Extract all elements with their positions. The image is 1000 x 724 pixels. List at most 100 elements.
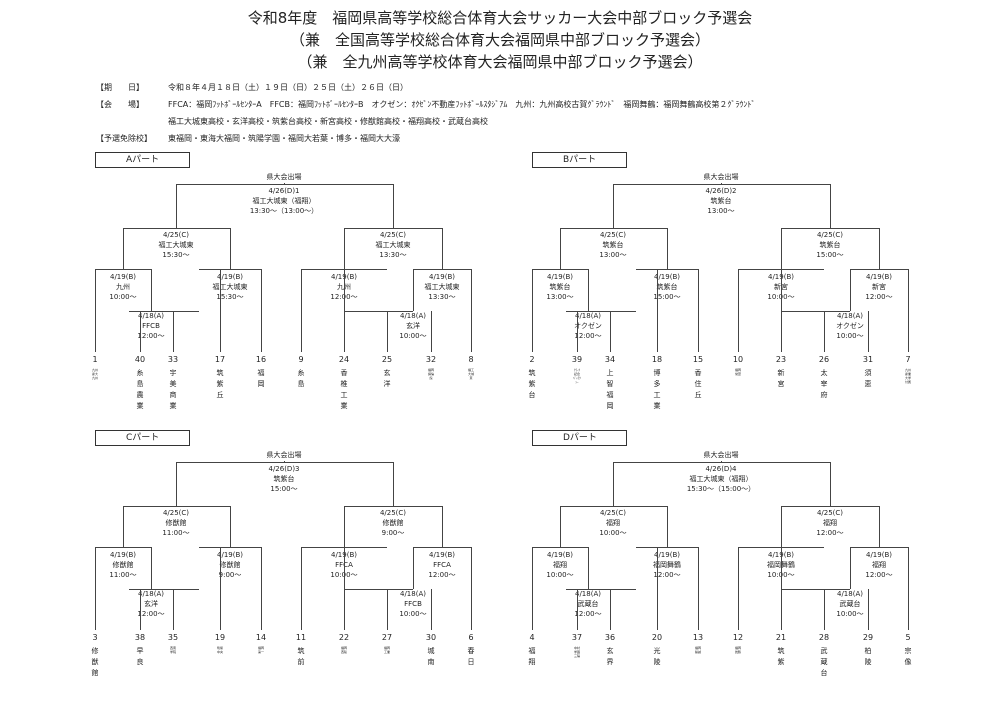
team-leg: [781, 269, 782, 352]
team-number: 40: [134, 355, 146, 364]
team-leg: [781, 547, 782, 630]
team-leg: [471, 269, 472, 352]
team-name: 福翔: [528, 647, 536, 666]
team-number: 35: [167, 633, 179, 642]
r1-bar: [566, 589, 636, 590]
qf-bar: [95, 269, 151, 270]
team-leg: [577, 589, 578, 630]
team-name: 糸島: [297, 369, 305, 388]
team-number: 14: [255, 633, 267, 642]
team-name: 須恵: [864, 369, 872, 388]
final-top-label: 県大会出場: [703, 451, 739, 459]
semi-leg: [123, 506, 124, 547]
final-bar: [613, 462, 830, 463]
team-name: 太宰府: [820, 369, 828, 399]
team-leg: [610, 589, 611, 630]
qf-bar: [636, 269, 698, 270]
semi-leg: [781, 228, 782, 269]
r1-bar: [566, 311, 636, 312]
team-name: 香住丘: [694, 369, 702, 399]
qf-bar: [850, 547, 908, 548]
team-leg: [532, 269, 533, 352]
semi-leg: [230, 228, 231, 269]
team-name: ｸﾗｰｸ記念ｷﾞｬﾗｸｼｰ: [573, 368, 581, 384]
semi-leg: [442, 228, 443, 269]
final-leg: [830, 184, 831, 228]
qf-bar: [199, 269, 261, 270]
team-name: 西南学院: [169, 646, 176, 654]
part-label: Bパート: [532, 152, 627, 168]
r1-stem: [151, 547, 152, 589]
semi-leg: [879, 506, 880, 547]
team-leg: [344, 269, 345, 352]
semi-bar: [560, 228, 667, 229]
exempt-label: 【予選免除校】: [96, 134, 152, 143]
team-name: 九州産業大学付属: [904, 368, 911, 384]
r1-stem: [850, 269, 851, 311]
team-number: 8: [468, 355, 474, 364]
team-leg: [431, 589, 432, 630]
qf-bar: [413, 547, 471, 548]
team-number: 15: [692, 355, 704, 364]
semi-leg: [344, 506, 345, 547]
part-label: Dパート: [532, 430, 627, 446]
team-name: 福岡講倫館: [427, 368, 434, 380]
final-bar: [176, 462, 393, 463]
venue-value-2: 福工大城東高校・玄洋高校・筑紫台高校・新宮高校・修猷館高校・福翔高校・武蔵台高校: [168, 117, 488, 126]
team-leg: [908, 547, 909, 630]
qf-bar: [199, 547, 261, 548]
semi-bar: [123, 506, 230, 507]
r1-stem: [588, 269, 589, 311]
final-leg: [393, 184, 394, 228]
team-name: 城南: [427, 647, 435, 666]
r1-bar: [344, 311, 413, 312]
final-top-label: 県大会出場: [266, 451, 302, 459]
team-name: 福岡: [257, 369, 265, 388]
venue-label: 【会 場】: [96, 100, 144, 109]
final-leg: [393, 462, 394, 506]
final-bar: [176, 184, 393, 185]
team-number: 39: [571, 355, 583, 364]
final-stem: [721, 183, 722, 184]
team-name: 筑前: [297, 647, 305, 666]
team-leg: [471, 547, 472, 630]
team-number: 33: [167, 355, 179, 364]
team-leg: [140, 589, 141, 630]
exempt-row: 【予選免除校】東福岡・東海大福岡・筑陽学園・福岡大若葉・博多・福岡大大濠: [96, 133, 400, 144]
r1-stem: [413, 547, 414, 589]
semi-bar: [344, 228, 442, 229]
team-name: 筑紫: [777, 647, 785, 666]
final-bar: [613, 184, 830, 185]
team-number: 32: [425, 355, 437, 364]
team-number: 18: [651, 355, 663, 364]
team-leg: [610, 311, 611, 352]
team-leg: [220, 547, 221, 630]
team-name: 宇美商業: [169, 369, 177, 410]
team-name: 筑紫台: [528, 369, 536, 399]
title-line-3: （兼 全九州高等学校体育大会福岡県中部ブロック予選会）: [297, 53, 703, 71]
team-leg: [95, 547, 96, 630]
qf-bar: [532, 547, 588, 548]
team-leg: [698, 269, 699, 352]
team-number: 2: [529, 355, 535, 364]
r1-bar: [781, 589, 850, 590]
team-leg: [173, 311, 174, 352]
team-number: 21: [775, 633, 787, 642]
team-number: 10: [732, 355, 744, 364]
semi-leg: [123, 228, 124, 269]
r1-bar: [129, 589, 199, 590]
team-name: 福岡舞鶴: [734, 646, 741, 654]
team-name: 春日: [467, 647, 475, 666]
semi-leg: [230, 506, 231, 547]
